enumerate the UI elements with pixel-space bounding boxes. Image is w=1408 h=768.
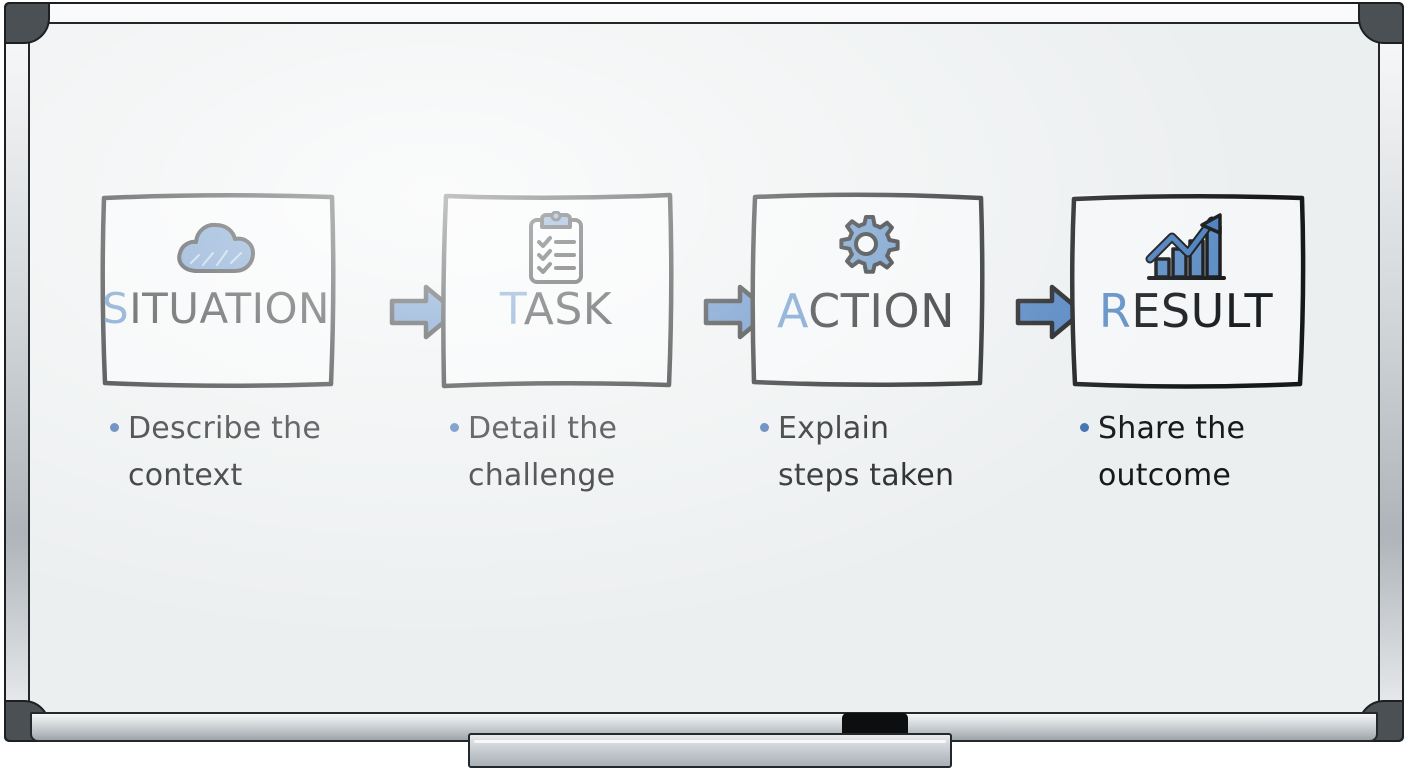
caption-text: Explain steps taken [778, 411, 955, 493]
step-caption-situation: Describe the context [102, 406, 330, 499]
step-caption-action: Explain steps taken [752, 406, 980, 499]
marker-tray-front [468, 733, 952, 768]
bullet-icon [760, 423, 769, 432]
step-caption-task: Detail the challenge [442, 406, 670, 499]
hand-drawn-box-outline [441, 192, 674, 389]
step-action[interactable]: ACTION Explain steps taken [750, 192, 985, 499]
step-title-situation: SITUATION [102, 288, 330, 330]
hand-drawn-box-outline [100, 192, 336, 389]
step-card-situation[interactable]: SITUATION [100, 192, 336, 389]
step-task[interactable]: TASK Detail the challenge [441, 192, 674, 499]
bullet-icon [110, 423, 119, 432]
gear-icon [832, 214, 900, 282]
step-rest-letters: ESULT [1131, 284, 1274, 338]
step-title-result: RESULT [1099, 288, 1273, 334]
bullet-icon [1080, 423, 1089, 432]
step-situation[interactable]: SITUATION Describe the context [100, 192, 336, 499]
step-title-task: TASK [500, 288, 612, 332]
caption-text: Detail the challenge [468, 411, 618, 493]
step-title-action: ACTION [777, 288, 955, 334]
bullet-icon [450, 423, 459, 432]
hand-drawn-box-outline [750, 192, 985, 388]
step-lead-letter: S [102, 284, 130, 333]
step-card-action[interactable]: ACTION [750, 192, 985, 388]
step-caption-result: Share the outcome [1072, 406, 1300, 499]
step-lead-letter: T [499, 284, 524, 335]
step-rest-letters: ITUATION [129, 284, 330, 333]
growth-chart-icon [1144, 213, 1228, 282]
arrow-situation-to-task [388, 279, 460, 345]
step-lead-letter: A [776, 284, 809, 338]
caption-text: Describe the context [128, 411, 322, 493]
caption-text: Share the outcome [1098, 411, 1246, 493]
frame-corner-top-right [1358, 2, 1404, 44]
arrow-action-to-result [1014, 279, 1086, 345]
step-rest-letters: CTION [808, 284, 956, 338]
step-rest-letters: ASK [523, 284, 613, 335]
step-card-task[interactable]: TASK [441, 192, 674, 389]
step-card-result[interactable]: RESULT [1069, 193, 1306, 389]
step-lead-letter: R [1098, 284, 1132, 338]
clipboard-checklist-icon [526, 211, 586, 284]
whiteboard-surface: SITUATION Describe the context [28, 22, 1380, 714]
step-result[interactable]: RESULT Share the outcome [1069, 193, 1306, 499]
star-flow-diagram: SITUATION Describe the context [30, 24, 1378, 712]
cloud-icon [173, 214, 259, 282]
hand-drawn-box-outline [1069, 193, 1306, 389]
